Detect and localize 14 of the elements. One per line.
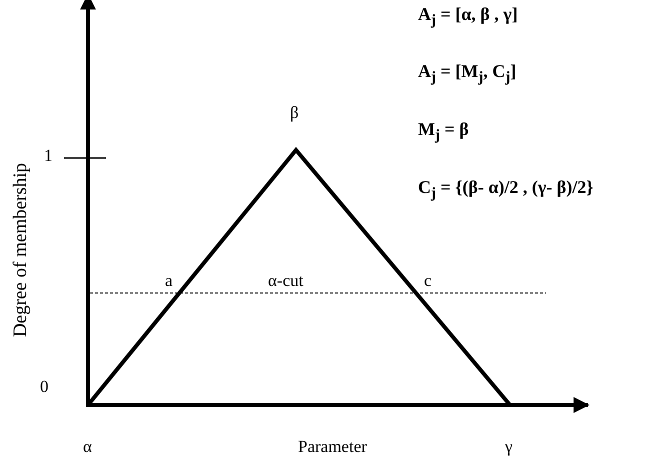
tick-label: 0 bbox=[40, 378, 48, 397]
peak-label: β bbox=[290, 104, 299, 123]
point-label: γ bbox=[505, 438, 513, 457]
alpha-cut-label: α-cut bbox=[268, 272, 304, 291]
formula: M$_{j}$ = β bbox=[418, 120, 469, 144]
point-label: a bbox=[165, 272, 173, 291]
axis-title: Degree of membership bbox=[11, 162, 32, 338]
point-label: α bbox=[83, 438, 92, 457]
formula: C$_{j}$ = {(β- α)/2 , (γ- β)/2} bbox=[418, 178, 594, 202]
formula: A$_{j}$ = [M$_{j}$, C$_{j}$] bbox=[418, 62, 516, 86]
point-label: c bbox=[424, 272, 432, 291]
formula: A$_{j}$ = [α, β , γ] bbox=[418, 5, 518, 30]
tick-label: 1 bbox=[44, 147, 52, 166]
axis-title: Parameter bbox=[298, 438, 367, 457]
